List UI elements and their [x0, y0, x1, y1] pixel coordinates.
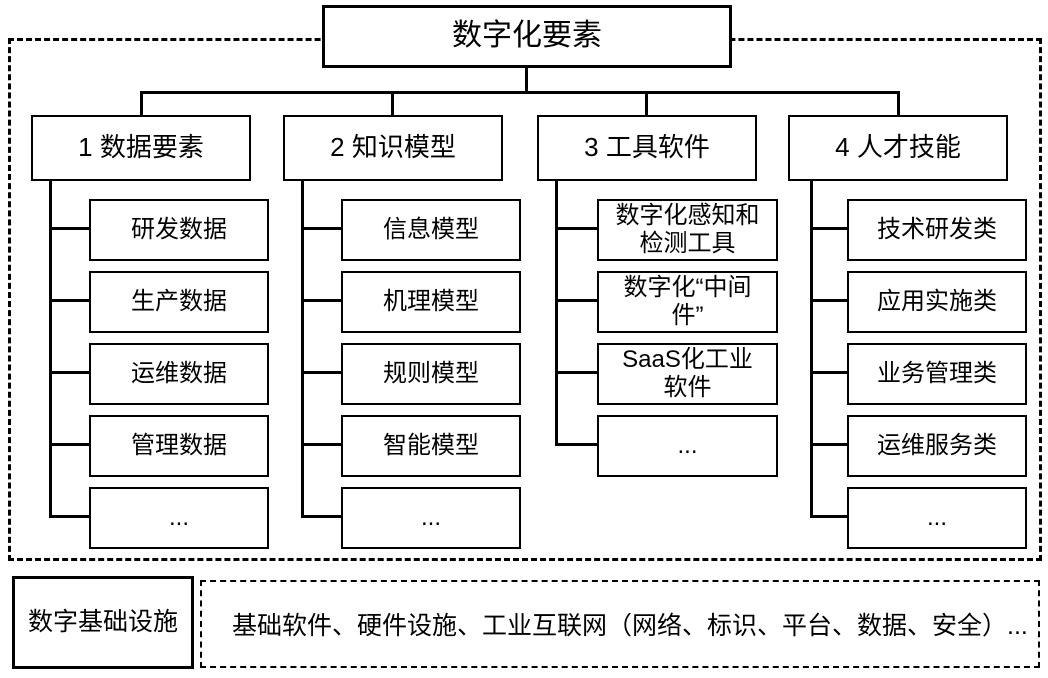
connector-child-stub [49, 515, 90, 518]
connector-child-stub [810, 299, 848, 302]
connector-branch-1-spine [49, 179, 52, 518]
branch-1-child-4: ... [89, 487, 269, 549]
connector-branch-3-stub [645, 91, 648, 118]
branch-2-header: 2 知识模型 [283, 115, 503, 181]
connector-branch-1-stub [140, 91, 143, 118]
connector-branch-3-spine [555, 179, 558, 446]
connector-branch-2-stub [391, 91, 394, 118]
connector-child-stub [301, 515, 342, 518]
branch-1-child-2: 运维数据 [89, 343, 269, 405]
connector-child-stub [301, 299, 342, 302]
branch-4-child-3: 运维服务类 [847, 415, 1027, 477]
connector-child-stub [49, 227, 90, 230]
connector-child-stub [49, 371, 90, 374]
connector-child-stub [810, 515, 848, 518]
branch-3-child-1: 数字化“中间 件” [597, 271, 778, 333]
connector-child-stub [49, 443, 90, 446]
branch-3-child-3: ... [597, 415, 778, 477]
branch-2-child-0: 信息模型 [341, 199, 521, 261]
connector-child-stub [555, 227, 598, 230]
branch-3-child-0: 数字化感知和 检测工具 [597, 199, 778, 261]
infrastructure-content-box: 基础软件、硬件设施、工业互联网（网络、标识、平台、数据、安全）... [200, 580, 1040, 668]
connector-branch-4-stub [897, 91, 900, 118]
connector-child-stub [555, 299, 598, 302]
connector-child-stub [301, 227, 342, 230]
connector-child-stub [301, 371, 342, 374]
connector-branch-4-spine [810, 179, 813, 518]
branch-1-child-1: 生产数据 [89, 271, 269, 333]
branch-2-child-1: 机理模型 [341, 271, 521, 333]
branch-3-header: 3 工具软件 [537, 115, 757, 181]
infrastructure-content-text: 基础软件、硬件设施、工业互联网（网络、标识、平台、数据、安全）... [232, 612, 1028, 640]
connector-child-stub [301, 443, 342, 446]
branch-4-child-1: 应用实施类 [847, 271, 1027, 333]
branch-4-child-2: 业务管理类 [847, 343, 1027, 405]
branch-4-child-4: ... [847, 487, 1027, 549]
connector-child-stub [810, 227, 848, 230]
connector-child-stub [555, 371, 598, 374]
branch-1-header: 1 数据要素 [31, 115, 251, 181]
branch-4-child-0: 技术研发类 [847, 199, 1027, 261]
connector-child-stub [555, 443, 598, 446]
branch-3-child-2: SaaS化工业 软件 [597, 343, 778, 405]
connector-child-stub [49, 299, 90, 302]
branch-2-child-2: 规则模型 [341, 343, 521, 405]
branch-1-child-0: 研发数据 [89, 199, 269, 261]
connector-branch-2-spine [301, 179, 304, 518]
branch-2-child-3: 智能模型 [341, 415, 521, 477]
branch-2-child-4: ... [341, 487, 521, 549]
connector-child-stub [810, 371, 848, 374]
root-node: 数字化要素 [322, 5, 732, 68]
connector-child-stub [810, 443, 848, 446]
connector-main-horizontal [141, 91, 900, 94]
branch-4-header: 4 人才技能 [788, 115, 1008, 181]
connector-root-vertical [525, 64, 528, 94]
branch-1-child-3: 管理数据 [89, 415, 269, 477]
infrastructure-label-box: 数字基础设施 [12, 576, 194, 669]
